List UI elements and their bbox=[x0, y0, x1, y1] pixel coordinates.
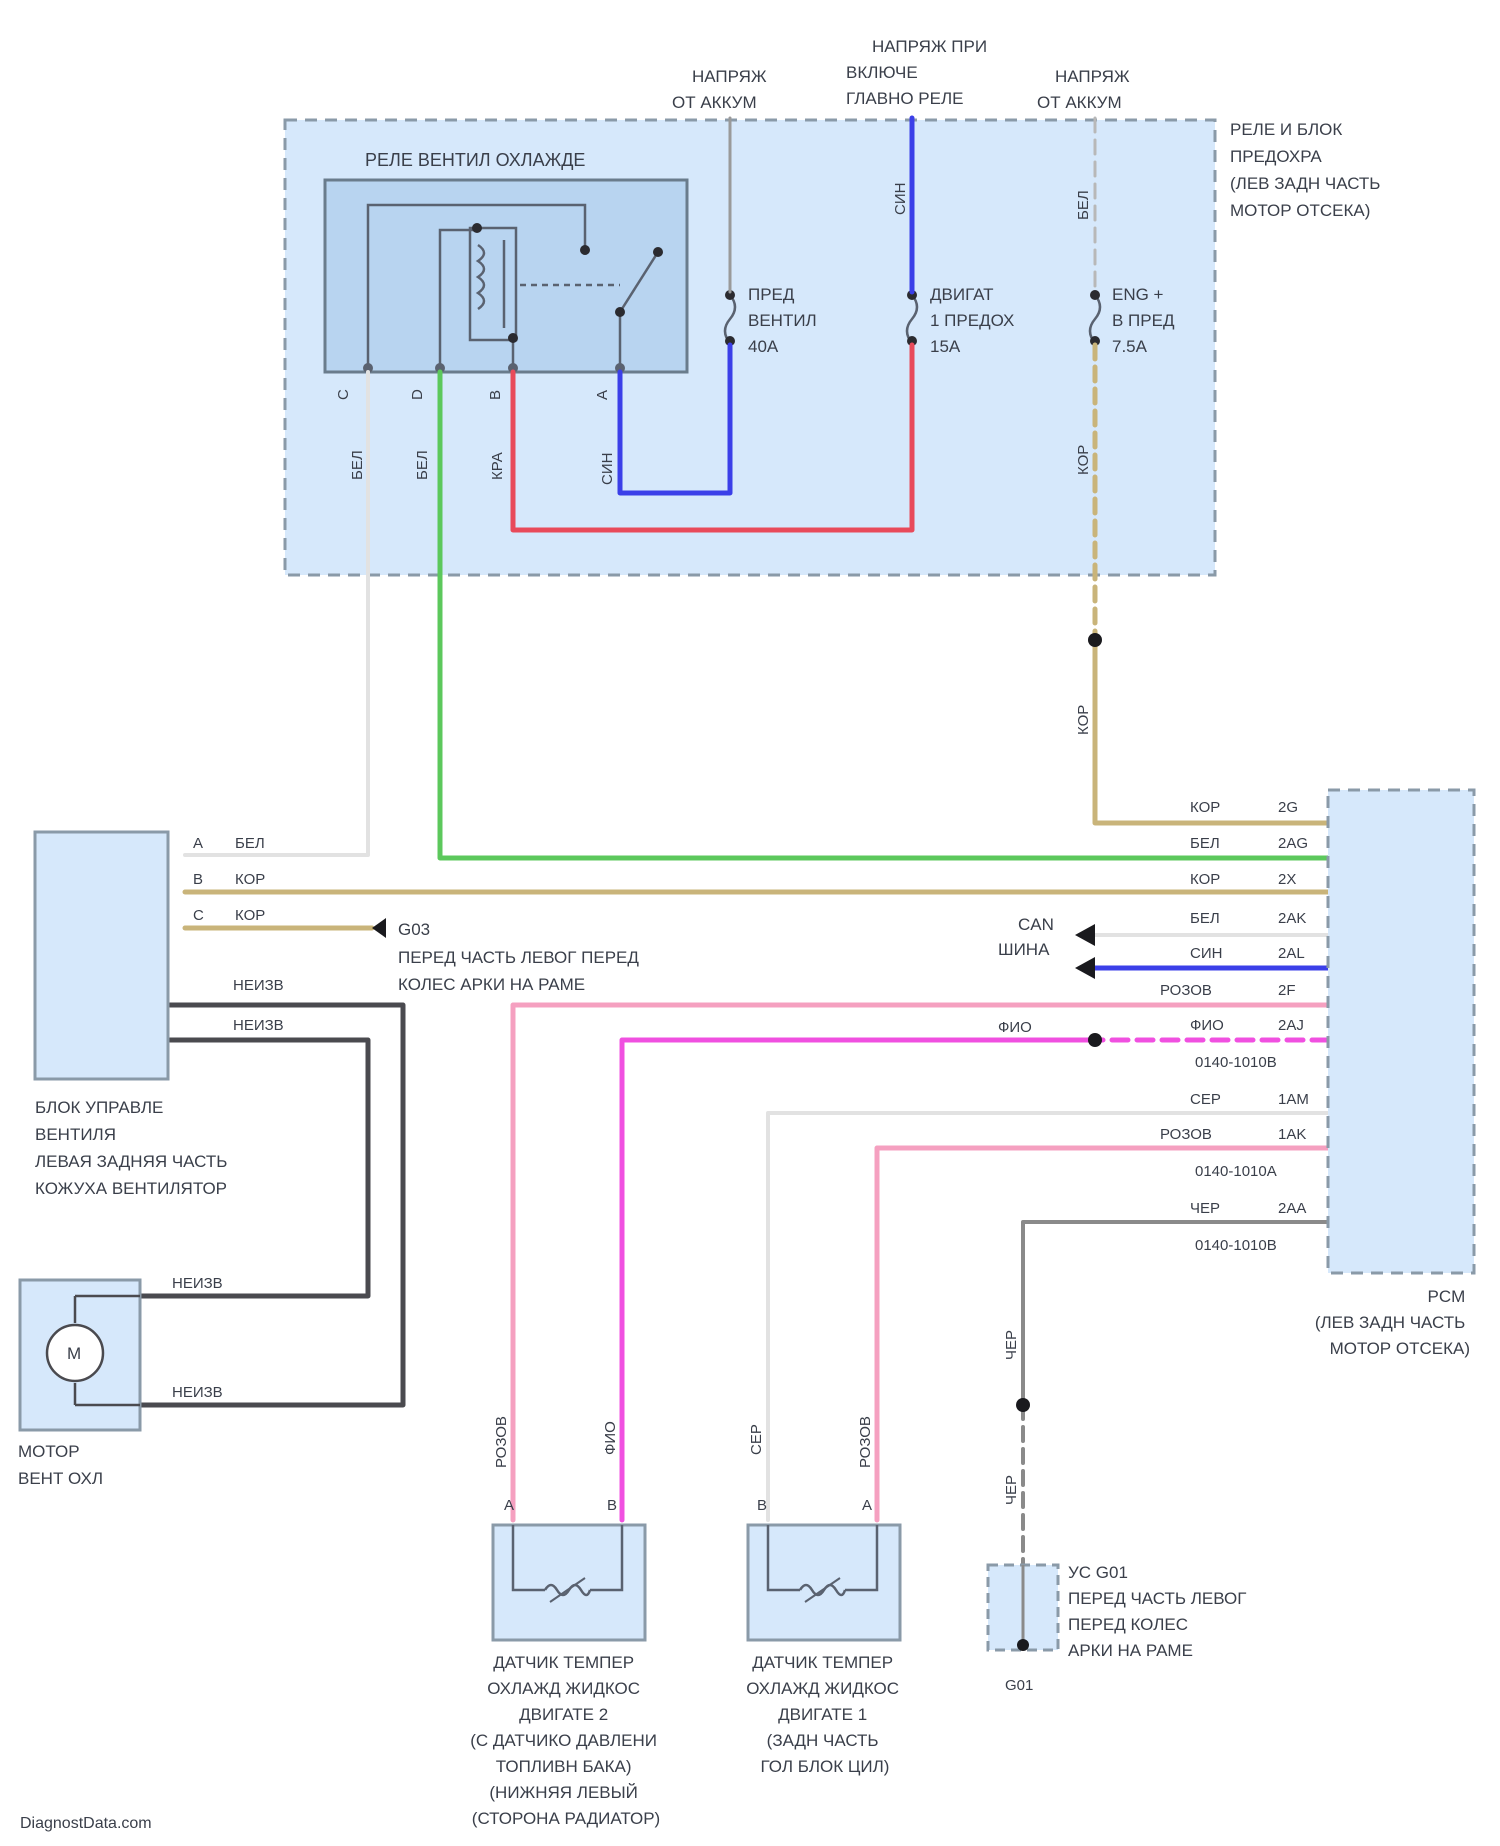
source-main-relay: НАПРЯЖ ПРИ ВКЛЮЧЕ ГЛАВНО РЕЛЕ bbox=[846, 37, 992, 108]
pcm-connector-1: 0140-1010В bbox=[1195, 1054, 1277, 1071]
pcm-wire-2aa: ЧЕР bbox=[1190, 1200, 1220, 1217]
can-bus-label: CAN ШИНА bbox=[998, 915, 1059, 959]
motor-symbol-letter: М bbox=[67, 1344, 81, 1363]
sensor2-pin-a: A bbox=[504, 1497, 514, 1514]
relay-wire-a: СИН bbox=[599, 453, 616, 485]
g01-label: G01 bbox=[1005, 1677, 1033, 1694]
relay-title: РЕЛЕ ВЕНТИЛ ОХЛАЖДЕ bbox=[365, 150, 585, 170]
pcm-connector-2: 0140-1010А bbox=[1195, 1163, 1277, 1180]
sensor2-pin-b: B bbox=[607, 1497, 617, 1514]
splice-violet bbox=[1088, 1033, 1102, 1047]
fuse-eng-b-out-wire: КОР bbox=[1075, 445, 1092, 475]
cooling-fan-motor: М МОТОР ВЕНТ ОХЛ НЕИЗВ НЕИЗВ bbox=[18, 1275, 223, 1488]
sensor1-wire-a: РОЗОВ bbox=[857, 1416, 874, 1468]
sensor2-wire-a: РОЗОВ bbox=[493, 1416, 510, 1468]
relay-wire-c: БЕЛ bbox=[349, 450, 366, 480]
fan-pin-b: B bbox=[193, 871, 203, 888]
pcm-pin-2al: 2AL bbox=[1278, 945, 1305, 962]
splice-eng-b-wire: КОР bbox=[1075, 705, 1092, 735]
source-battery-left: НАПРЯЖ ОТ АККУМ bbox=[672, 67, 771, 112]
relay-node-top bbox=[472, 223, 482, 233]
pcm-pin-2ak: 2AK bbox=[1278, 910, 1306, 927]
sensor1-pin-a: A bbox=[862, 1497, 872, 1514]
relay-pin-d: D bbox=[409, 389, 426, 400]
motor-title: МОТОР ВЕНТ ОХЛ bbox=[18, 1442, 103, 1488]
pcm-pin-1ak: 1AK bbox=[1278, 1126, 1306, 1143]
splice-black bbox=[1016, 1398, 1030, 1412]
sensor1-pin-b: B bbox=[757, 1497, 767, 1514]
fuse-eng-b-wire: БЕЛ bbox=[1075, 190, 1092, 220]
g01-wire-1: ЧЕР bbox=[1003, 1330, 1020, 1360]
wire-splice-pcm-2g bbox=[1095, 640, 1328, 823]
motor-wire-1: НЕИЗВ bbox=[172, 1275, 223, 1292]
fan-control-module: БЛОК УПРАВЛЕ ВЕНТИЛЯ ЛЕВАЯ ЗАДНЯЯ ЧАСТЬ … bbox=[35, 832, 284, 1198]
relay-pin-b: B bbox=[487, 390, 504, 400]
fan-pin-a: A bbox=[193, 835, 203, 852]
fan-out-wire-1: НЕИЗВ bbox=[233, 977, 284, 994]
pcm-pin-2aj: 2AJ bbox=[1278, 1017, 1304, 1034]
pcm-pin-2f: 2F bbox=[1278, 982, 1296, 999]
watermark-credit: DiagnostData.com bbox=[20, 1815, 152, 1832]
pcm-pin-1am: 1AM bbox=[1278, 1091, 1309, 1108]
pcm-wire-1am: СЕР bbox=[1190, 1091, 1221, 1108]
cooling-fan-relay bbox=[325, 180, 687, 372]
ground-g03: G03 ПЕРЕД ЧАСТЬ ЛЕВОГ ПЕРЕД КОЛЕС АРКИ Н… bbox=[372, 918, 644, 994]
pcm-wire-2aj: ФИО bbox=[1190, 1017, 1224, 1034]
pcm-wire-2g: КОР bbox=[1190, 799, 1220, 816]
pcm-wire-2x: КОР bbox=[1190, 871, 1220, 888]
relay-block-title: РЕЛЕ И БЛОК ПРЕДОХРА (ЛЕВ ЗАДН ЧАСТЬ МОТ… bbox=[1230, 120, 1385, 220]
relay-node-contact bbox=[580, 245, 590, 255]
ground-g01: G01 ЧЕР ЧЕР УС G01 ПЕРЕД ЧАСТЬ ЛЕВОГ ПЕР… bbox=[988, 1330, 1251, 1694]
pcm-wire-2f: РОЗОВ bbox=[1160, 982, 1212, 999]
can-arrow-1 bbox=[1075, 924, 1095, 946]
wire-fan-motor-outer bbox=[140, 1005, 403, 1405]
fuse-engine-wire: СИН bbox=[892, 183, 909, 215]
fan-wire-c: КОР bbox=[235, 907, 265, 924]
relay-pin-a: A bbox=[594, 390, 611, 400]
violet-wire-label: ФИО bbox=[998, 1019, 1032, 1036]
relay-node-switch bbox=[653, 247, 663, 257]
pcm-wire-2ak: БЕЛ bbox=[1190, 910, 1220, 927]
sensor2-title: ДАТЧИК ТЕМПЕР ОХЛАЖД ЖИДКОС ДВИГАТЕ 2 (С… bbox=[470, 1653, 662, 1828]
fan-pin-c: C bbox=[193, 907, 204, 924]
wire-pcm-1ak-sensor1 bbox=[877, 1148, 1328, 1520]
pcm-pin-2g: 2G bbox=[1278, 799, 1298, 816]
motor-wire-2: НЕИЗВ bbox=[172, 1384, 223, 1401]
relay-node-b bbox=[508, 333, 518, 343]
relay-pin-c: C bbox=[335, 389, 352, 400]
source-battery-right: НАПРЯЖ ОТ АККУМ bbox=[1037, 67, 1134, 112]
pcm-module: PCM (ЛЕВ ЗАДН ЧАСТЬ МОТОР ОТСЕКА) КОР 2G… bbox=[998, 790, 1474, 1358]
pcm-wire-2al: СИН bbox=[1190, 945, 1222, 962]
relay-node-a bbox=[615, 307, 625, 317]
sensor1-wire-b: СЕР bbox=[748, 1424, 765, 1455]
fan-wire-b: КОР bbox=[235, 871, 265, 888]
wire-pcm-2f-sensor2 bbox=[513, 1005, 1328, 1520]
splice-eng-b bbox=[1088, 633, 1102, 647]
fan-module-title: БЛОК УПРАВЛЕ ВЕНТИЛЯ ЛЕВАЯ ЗАДНЯЯ ЧАСТЬ … bbox=[35, 1098, 232, 1198]
relay-fuse-block: РЕЛЕ И БЛОК ПРЕДОХРА (ЛЕВ ЗАДН ЧАСТЬ МОТ… bbox=[285, 120, 1385, 575]
g01-wire-2: ЧЕР bbox=[1003, 1475, 1020, 1505]
relay-wire-d: БЕЛ bbox=[414, 450, 431, 480]
fan-wire-a: БЕЛ bbox=[235, 835, 265, 852]
pcm-pin-2aa: 2AA bbox=[1278, 1200, 1306, 1217]
can-arrow-2 bbox=[1075, 957, 1095, 979]
wire-pcm-2aa-g01 bbox=[1023, 1222, 1328, 1405]
g01-title: УС G01 ПЕРЕД ЧАСТЬ ЛЕВОГ ПЕРЕД КОЛЕС АРК… bbox=[1068, 1563, 1251, 1660]
sensor2-wire-b: ФИО bbox=[602, 1421, 619, 1455]
pcm-wire-2ag: БЕЛ bbox=[1190, 835, 1220, 852]
pcm-title: PCM (ЛЕВ ЗАДН ЧАСТЬ МОТОР ОТСЕКА) bbox=[1315, 1287, 1470, 1358]
sensor1-title: ДАТЧИК ТЕМПЕР ОХЛАЖД ЖИДКОС ДВИГАТЕ 1 (З… bbox=[746, 1653, 904, 1776]
pcm-pin-2x: 2X bbox=[1278, 871, 1296, 888]
relay-wire-b: КРА bbox=[489, 452, 506, 480]
g03-desc: ПЕРЕД ЧАСТЬ ЛЕВОГ ПЕРЕД КОЛЕС АРКИ НА РА… bbox=[398, 948, 644, 994]
g03-label: G03 bbox=[398, 920, 430, 939]
pcm-connector-3: 0140-1010В bbox=[1195, 1237, 1277, 1254]
pcm-pin-2ag: 2AG bbox=[1278, 835, 1308, 852]
fan-out-wire-2: НЕИЗВ bbox=[233, 1017, 284, 1034]
pcm-wire-1ak: РОЗОВ bbox=[1160, 1126, 1212, 1143]
coolant-temp-sensor-2: A B РОЗОВ ФИО ДАТЧИК ТЕМПЕР ОХЛАЖД ЖИДКО… bbox=[470, 1416, 662, 1828]
